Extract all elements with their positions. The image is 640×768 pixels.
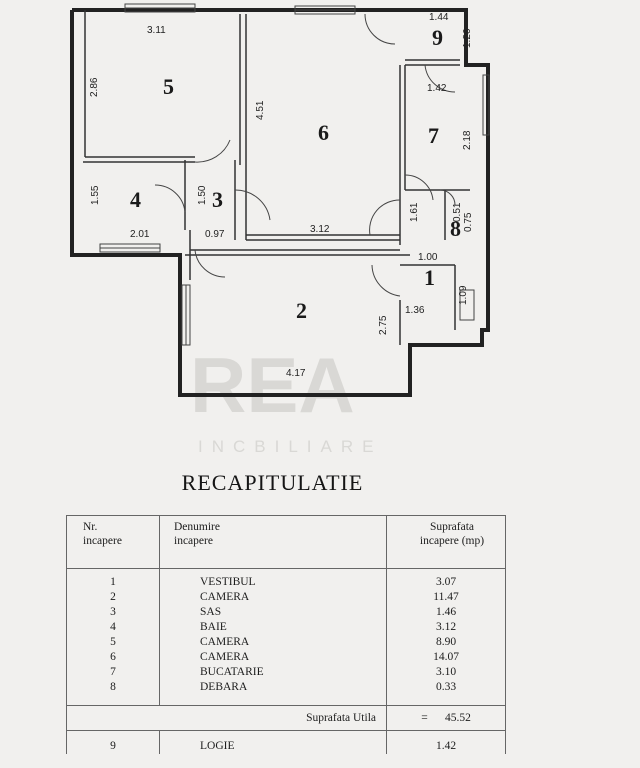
row-nr: 7 — [66, 665, 160, 680]
row-name: CAMERA — [159, 635, 387, 650]
dim-r7-width: 1.42 — [427, 83, 447, 94]
dim-r6-height: 4.51 — [255, 100, 266, 120]
dim-r1-height: 1.09 — [458, 285, 469, 305]
row-name: SAS — [159, 605, 387, 620]
table-row-extra: 9 LOGIE 1.42 — [66, 730, 506, 754]
recap-title: RECAPITULATIE — [181, 470, 364, 495]
row-area: 14.07 — [386, 650, 506, 665]
row-nr: 5 — [66, 635, 160, 650]
row-area: 1.46 — [386, 605, 506, 620]
dimension-labels: 3.11 2.86 4.51 3.12 1.55 2.01 1.50 0.97 … — [89, 12, 474, 379]
row-name: VESTIBUL — [159, 568, 387, 590]
row-nr: 6 — [66, 650, 160, 665]
total-value: 45.52 — [444, 712, 471, 724]
total-label: Suprafata Utila — [66, 705, 387, 731]
header-name: Denumire incapere — [159, 515, 387, 569]
recap-table: Nr. incapere Denumire incapere Suprafata… — [66, 515, 506, 754]
dim-r3-height: 1.50 — [197, 185, 208, 205]
room-number-9: 9 — [432, 25, 443, 50]
extra-area: 1.42 — [386, 730, 506, 754]
room-number-6: 6 — [318, 120, 329, 145]
total-value-cell: = 45.52 — [386, 705, 506, 731]
dim-r9-height: 1.26 — [462, 28, 473, 48]
dim-r7-height: 2.18 — [462, 130, 473, 150]
row-nr: 1 — [66, 568, 160, 590]
room-number-3: 3 — [212, 187, 223, 212]
row-name: CAMERA — [159, 650, 387, 665]
table-header-row: Nr. incapere Denumire incapere Suprafata… — [66, 515, 506, 569]
dim-r8-height: 0.51 — [452, 202, 463, 222]
dim-r1-width: 1.00 — [418, 252, 438, 263]
row-area: 3.12 — [386, 620, 506, 635]
row-name: BAIE — [159, 620, 387, 635]
dim-r3-width: 0.97 — [205, 229, 225, 240]
dim-r5-height: 2.86 — [89, 77, 100, 97]
door-swings — [154, 13, 456, 297]
room-number-8: 8 — [450, 216, 461, 241]
row-area: 11.47 — [386, 590, 506, 605]
windows — [99, 3, 490, 346]
dim-r5-width: 3.11 — [147, 25, 166, 36]
row-name: DEBARA — [159, 680, 387, 706]
dim-r2-height: 2.75 — [378, 315, 389, 335]
row-nr: 2 — [66, 590, 160, 605]
dim-r2-side: 1.36 — [405, 305, 425, 316]
room-number-1: 1 — [424, 265, 435, 290]
room-number-2: 2 — [296, 298, 307, 323]
floor-plan: REA INCBILIARE — [70, 3, 490, 456]
row-nr: 3 — [66, 605, 160, 620]
row-name: BUCATARIE — [159, 665, 387, 680]
row-area: 3.10 — [386, 665, 506, 680]
header-nr: Nr. incapere — [66, 515, 160, 569]
dim-r4-width: 2.01 — [130, 229, 150, 240]
dim-hall-height: 1.61 — [409, 202, 420, 222]
dim-r9-width: 1.44 — [429, 12, 449, 23]
exterior-walls — [70, 8, 490, 397]
row-nr: 8 — [66, 680, 160, 706]
row-area: 8.90 — [386, 635, 506, 650]
total-row: Suprafata Utila = 45.52 — [66, 705, 506, 731]
watermark-text: INCBILIARE — [198, 437, 382, 456]
room-number-4: 4 — [130, 187, 141, 212]
extra-name: LOGIE — [159, 730, 387, 754]
dim-r2-width: 4.17 — [286, 368, 306, 379]
row-name: CAMERA — [159, 590, 387, 605]
room-number-7: 7 — [428, 123, 439, 148]
row-area: 0.33 — [386, 680, 506, 706]
dim-r6-width: 3.12 — [310, 224, 330, 235]
row-nr: 4 — [66, 620, 160, 635]
total-equals: = — [421, 712, 428, 724]
dim-r8-width: 0.75 — [463, 212, 474, 232]
room-numbers: 1 2 3 4 5 6 7 8 9 — [130, 25, 461, 323]
header-area: Suprafata incapere (mp) — [386, 515, 506, 569]
room-number-5: 5 — [163, 74, 174, 99]
row-area: 3.07 — [386, 568, 506, 590]
interior-walls — [83, 10, 470, 345]
extra-nr: 9 — [66, 730, 160, 754]
dim-r4-height: 1.55 — [90, 185, 101, 205]
watermark-logo: REA — [190, 341, 355, 429]
